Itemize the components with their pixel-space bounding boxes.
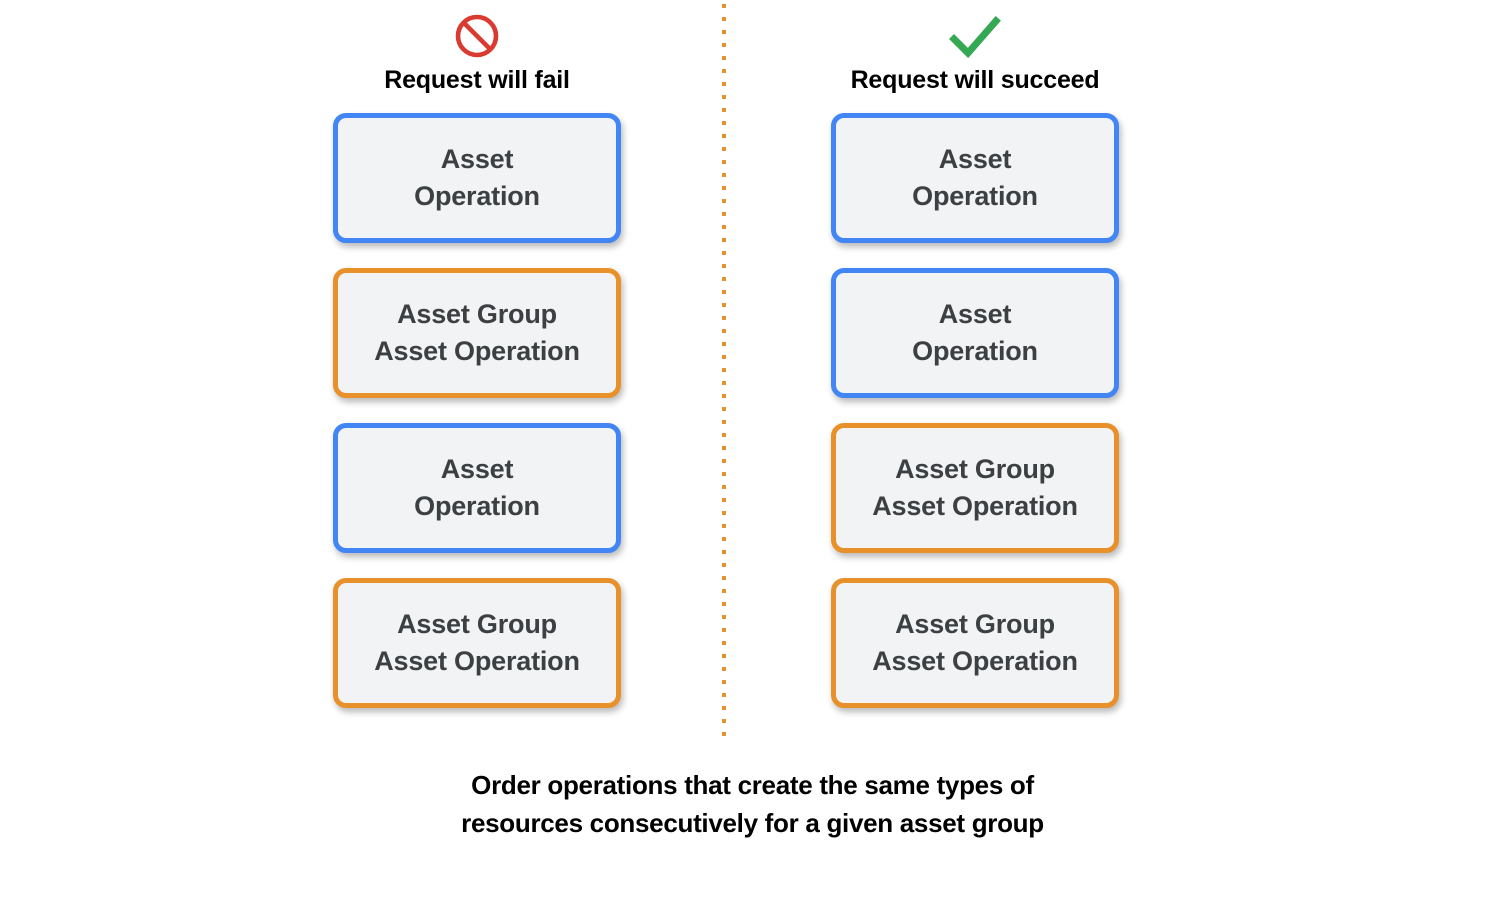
card-asset-group-asset-operation[interactable]: Asset Group Asset Operation (831, 578, 1119, 708)
card-asset-group-asset-operation[interactable]: Asset Group Asset Operation (333, 268, 621, 398)
column-header-succeed: Request will succeed (825, 8, 1125, 95)
card-line: Asset Group (397, 299, 557, 329)
column-title-fail: Request will fail (384, 66, 570, 94)
card-line: Asset Operation (872, 491, 1078, 521)
caption-line-2: resources consecutively for a given asse… (461, 808, 1044, 838)
card-line: Asset (938, 144, 1012, 174)
card-asset-operation[interactable]: Asset Operation (333, 423, 621, 553)
card-line: Asset Group (895, 454, 1055, 484)
card-line: Operation (414, 491, 540, 521)
card-line: Asset (440, 144, 514, 174)
card-asset-operation[interactable]: Asset Operation (831, 268, 1119, 398)
card-line: Operation (912, 336, 1038, 366)
column-title-succeed: Request will succeed (850, 66, 1100, 94)
diagram-caption: Order operations that create the same ty… (0, 766, 1505, 842)
vertical-dotted-divider (722, 4, 726, 737)
card-line: Operation (414, 181, 540, 211)
card-asset-group-asset-operation[interactable]: Asset Group Asset Operation (831, 423, 1119, 553)
card-line: Asset Operation (872, 646, 1078, 676)
card-line: Operation (912, 181, 1038, 211)
card-line: Asset Group (895, 609, 1055, 639)
checkmark-icon (825, 8, 1125, 64)
prohibition-icon (327, 8, 627, 64)
card-line: Asset Operation (374, 646, 580, 676)
card-asset-group-asset-operation[interactable]: Asset Group Asset Operation (333, 578, 621, 708)
card-asset-operation[interactable]: Asset Operation (831, 113, 1119, 243)
column-header-fail: Request will fail (327, 8, 627, 95)
card-asset-operation[interactable]: Asset Operation (333, 113, 621, 243)
card-stack-succeed: Asset Operation Asset Operation Asset Gr… (831, 113, 1119, 733)
card-stack-fail: Asset Operation Asset Group Asset Operat… (333, 113, 621, 733)
card-line: Asset (440, 454, 514, 484)
card-line: Asset Operation (374, 336, 580, 366)
card-line: Asset (938, 299, 1012, 329)
card-line: Asset Group (397, 609, 557, 639)
caption-line-1: Order operations that create the same ty… (471, 770, 1034, 800)
